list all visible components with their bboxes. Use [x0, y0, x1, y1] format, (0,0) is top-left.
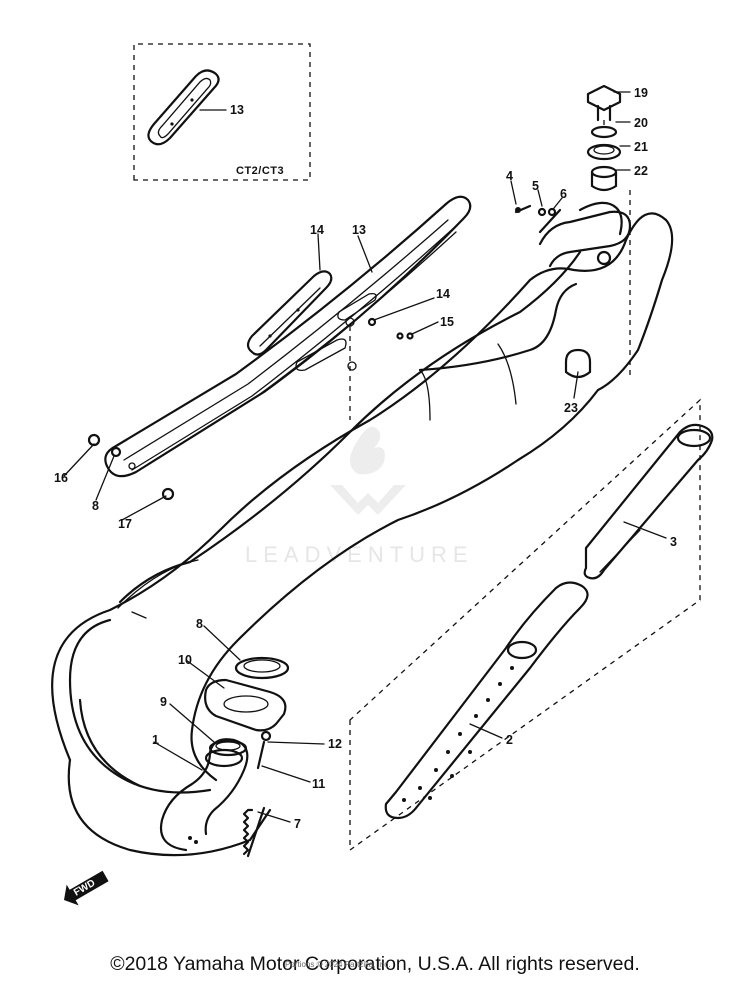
callout-14-inset: 13	[230, 103, 244, 117]
callout-9: 9	[160, 695, 167, 709]
callout-21: 20	[634, 116, 648, 130]
exhaust-flange	[204, 678, 287, 732]
callout-19: 17	[118, 517, 132, 531]
callout-20: 19	[634, 86, 648, 100]
callout-6: 6	[560, 187, 567, 201]
collar	[590, 165, 618, 192]
seal-ring	[208, 739, 248, 757]
heat-shield	[104, 195, 472, 478]
callout-13: 13	[352, 223, 366, 237]
callout-17: 16	[54, 471, 68, 485]
callout-3: 3	[670, 535, 677, 549]
callout-12: 12	[328, 737, 342, 751]
gasket	[234, 656, 290, 680]
callout-11: 11	[312, 777, 325, 791]
header-pipe	[67, 618, 272, 857]
spacer	[367, 317, 377, 327]
bracket-bolt	[514, 204, 557, 217]
mount-nut	[87, 433, 101, 447]
washer	[590, 125, 618, 139]
muffler-body	[51, 201, 674, 782]
nut-2	[406, 332, 414, 340]
watermark-logo	[330, 426, 406, 515]
callout-5: 5	[532, 179, 539, 193]
inset-box	[133, 43, 311, 181]
inset-box-label: CT2/CT3	[236, 165, 284, 177]
callout-8-washer: 8	[92, 499, 99, 513]
callout-8-gasket: 8	[196, 617, 203, 631]
clamp-band	[246, 270, 333, 356]
callout-1: 1	[152, 733, 159, 747]
exhaust-spring	[242, 806, 266, 858]
callout-10: 10	[178, 653, 192, 667]
watermark-text: LEADVENTURE	[245, 542, 474, 567]
callout-23: 22	[634, 164, 648, 178]
damper	[564, 348, 592, 379]
nut	[396, 332, 404, 340]
callout-4: 4	[506, 169, 513, 183]
callout-7: 7	[294, 817, 301, 831]
mount-washer	[110, 446, 122, 458]
flange-bolt	[256, 730, 272, 770]
callout-22: 21	[634, 140, 648, 154]
forward-label: FWD	[72, 878, 97, 899]
tailpipe	[583, 423, 714, 580]
callout-24: 23	[564, 401, 578, 415]
callout-2: 2	[506, 733, 513, 747]
drain-bolt	[586, 84, 622, 122]
callout-14: 14	[310, 223, 324, 237]
copyright-small-print: Portions © 2024 Partzilla, Inc.	[285, 960, 391, 969]
callout-15: 14	[436, 287, 450, 301]
forward-arrow-icon	[64, 870, 109, 906]
grommet	[161, 487, 175, 501]
inner-pipe	[384, 581, 589, 820]
leader-lines	[63, 91, 667, 823]
o-ring	[586, 143, 622, 161]
copyright-footer: ©2018 Yamaha Motor Corporation, U.S.A. A…	[110, 953, 640, 975]
exhaust-elbow	[159, 738, 249, 852]
callout-16: 15	[440, 315, 454, 329]
